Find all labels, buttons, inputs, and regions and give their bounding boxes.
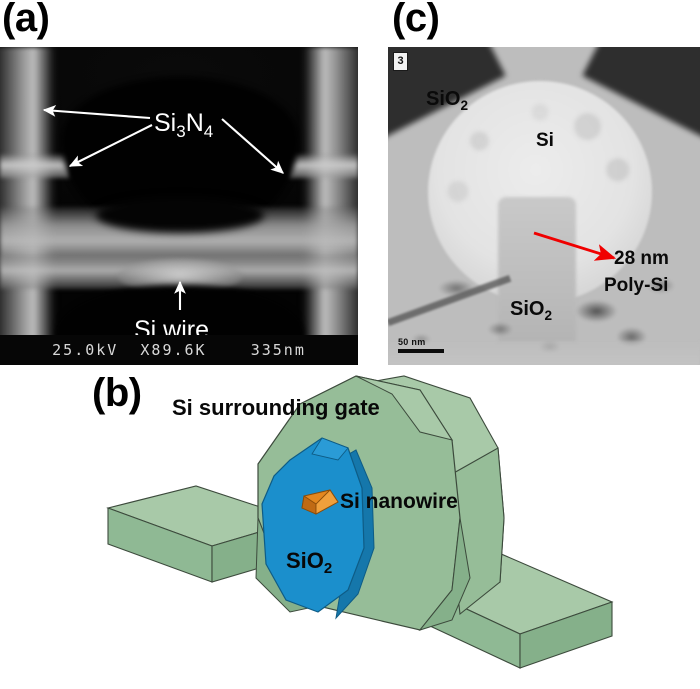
sem-nitride-stripe-right [288, 154, 358, 178]
panel-b-schematic: Si surrounding gate Si nanowire SiO2 [0, 368, 700, 689]
tem-scale-bar-label: 50 nm [398, 337, 426, 347]
tem-label-poly-si: Poly-Si [604, 275, 669, 296]
sem-instrument-text: 25.0kV X89.6K 335nm [52, 341, 306, 359]
sem-mid-slab-notch [96, 197, 264, 233]
sem-right-pillar [300, 47, 358, 365]
tem-label-silicon: Si [536, 130, 554, 151]
sem-arrow-nitride-left-stripe [68, 124, 153, 167]
sem-arrow-nitride-right-stripe [221, 118, 284, 174]
schematic-label-nanowire: Si nanowire [340, 490, 458, 513]
sem-nitride-stripe-left [0, 154, 70, 178]
tem-label-oxide-top: SiO2 [426, 88, 469, 113]
schematic-label-gate: Si surrounding gate [172, 395, 380, 420]
schematic-label-oxide: SiO2 [286, 548, 332, 577]
tem-label-dimension: 28 nm [614, 248, 669, 269]
sem-instrument-bar: 25.0kV X89.6K 335nm [0, 335, 358, 365]
panel-label-c: (c) [392, 0, 440, 40]
sem-label-silicon-nitride: Si3N4 [154, 109, 213, 141]
tem-scale-bar: 50 nm [398, 337, 444, 353]
schematic-3d-device: Si surrounding gate Si nanowire SiO2 [106, 375, 614, 669]
tem-substrate-floor [388, 341, 700, 365]
panel-a-sem-image: Si3N4 Si wire 25.0kV X89.6K 335nm [0, 47, 358, 365]
schematic-oxide-shell [261, 437, 375, 620]
tem-index-marker: 3 [393, 52, 408, 71]
tem-label-oxide-bottom: SiO2 [510, 298, 553, 323]
sem-left-pillar [0, 47, 58, 365]
sem-arrow-nitride-upper-left [42, 105, 151, 120]
sem-annotation-overlay: Si3N4 Si wire [42, 105, 284, 344]
panel-c-tem-image: 3 SiO2 Si SiO2 28 nm Poly-Si 50 nm [388, 47, 700, 365]
panel-label-b: (b) [92, 371, 142, 415]
tem-scale-bar-line [398, 349, 444, 353]
panel-label-a: (a) [2, 0, 50, 40]
schematic-si-nanowire-core [301, 489, 339, 515]
